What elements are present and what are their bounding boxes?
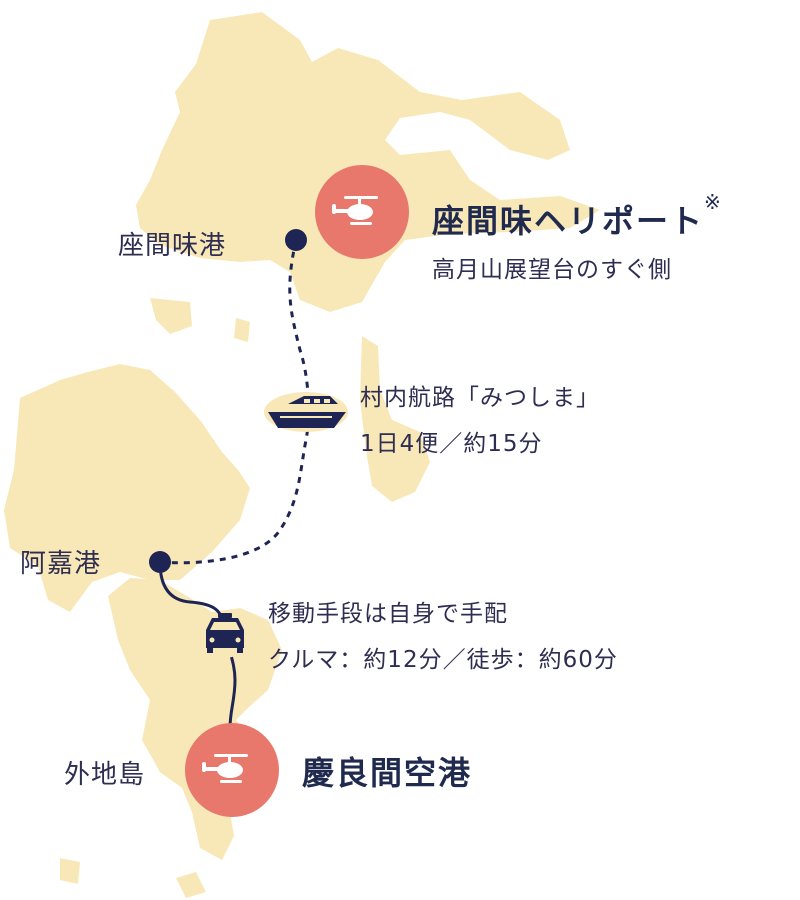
islet-c: [60, 858, 80, 884]
land: [4, 12, 600, 898]
zamami-heliport-subtitle: 高月山展望台のすぐ側: [432, 257, 672, 283]
zamami-heliport-name: 座間味ヘリポート: [432, 202, 705, 240]
helicopter-icon: [332, 196, 378, 225]
transfer-info-line1: 移動手段は自身で手配: [268, 601, 508, 627]
zamami-heliport-marker: [315, 165, 409, 259]
zamami-island: [136, 12, 600, 312]
geruma-island: [108, 578, 282, 860]
islet-a: [150, 298, 192, 334]
zamami-heliport-note: ※: [704, 190, 723, 214]
islet-d: [176, 872, 206, 898]
gerumajima-label: 外地島: [64, 760, 146, 790]
helicopter-icon: [202, 754, 248, 783]
ferry-route: [159, 239, 310, 565]
transfer-info-line2: クルマ：約12分／徒歩：約60分: [268, 647, 618, 673]
aka-port-label: 阿嘉港: [20, 549, 102, 579]
keramal-airport-marker: [185, 723, 279, 817]
keramal-airport-title: 慶良間空港: [302, 754, 473, 792]
zamami-heliport-title: 座間味ヘリポート※: [432, 190, 723, 242]
zamami-port-dot: [285, 229, 307, 251]
boat-icon: [264, 392, 348, 432]
aka-island: [4, 364, 250, 612]
car-icon: [201, 613, 249, 658]
ferry-info-line1: 村内航路「みつしま」: [360, 385, 600, 411]
zamami-port-label: 座間味港: [118, 231, 227, 261]
ferry-info-line2: 1日4便／約15分: [360, 431, 543, 457]
aka-port-dot: [149, 551, 171, 573]
islet-b: [234, 318, 250, 342]
east-island: [360, 336, 430, 502]
